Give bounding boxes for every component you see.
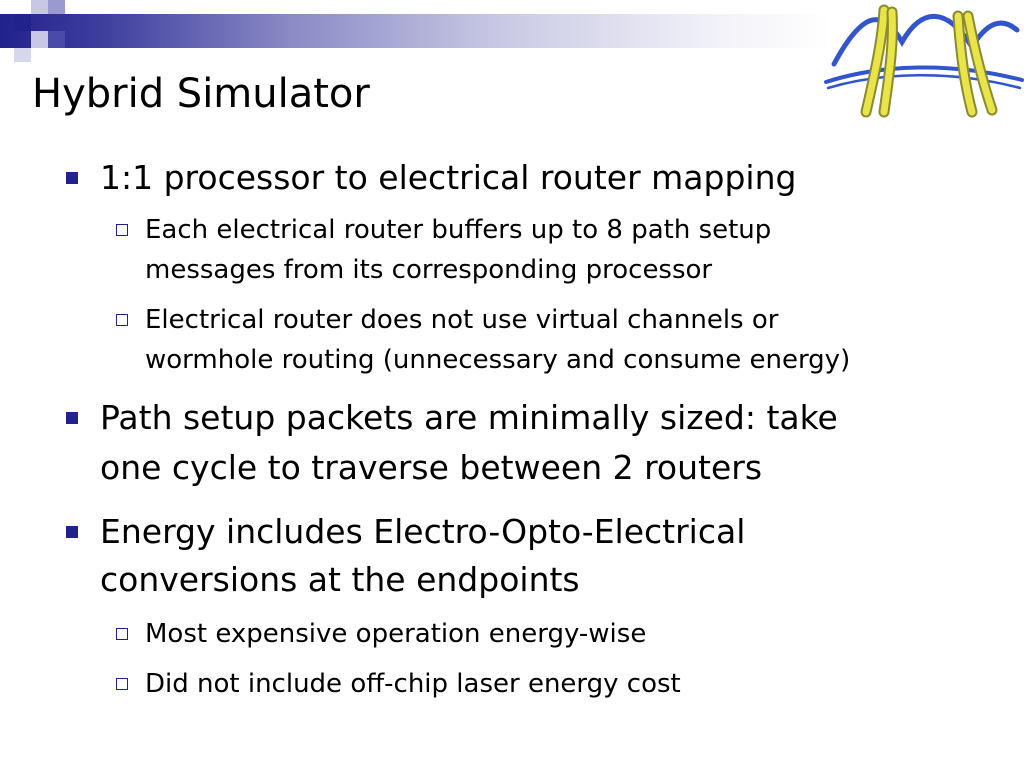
deco-square xyxy=(14,48,31,62)
bullet-line: conversions at the endpoints xyxy=(100,560,580,599)
sub-bullet-marker xyxy=(116,678,128,690)
bullet-marker xyxy=(66,172,78,184)
sub-bullet-line: Most expensive operation energy-wise xyxy=(145,619,647,649)
sub-bullet-line: wormhole routing (unnecessary and consum… xyxy=(145,345,851,375)
bullet-line: one cycle to traverse between 2 routers xyxy=(100,448,763,487)
bullet-line: Path setup packets are minimally sized: … xyxy=(100,398,838,437)
slide-title: Hybrid Simulator xyxy=(32,71,370,117)
sub-bullet-marker xyxy=(116,224,128,236)
sub-bullet-line: Did not include off-chip laser energy co… xyxy=(145,669,681,699)
deco-square xyxy=(48,31,65,48)
bullet-item: 1:1 processor to electrical router mappi… xyxy=(100,158,797,197)
deco-square xyxy=(48,0,65,14)
sub-bullet-marker xyxy=(116,314,128,326)
bullet-marker xyxy=(66,526,78,538)
deco-square xyxy=(14,14,31,31)
bridge-logo-icon xyxy=(824,4,1024,118)
sub-bullet-line: messages from its corresponding processo… xyxy=(145,255,713,285)
bullet-line: Energy includes Electro-Opto-Electrical xyxy=(100,512,746,551)
deco-square xyxy=(31,31,48,48)
header-band xyxy=(0,14,830,48)
sub-bullet-marker xyxy=(116,628,128,640)
bullet-marker xyxy=(66,412,78,424)
sub-bullet-line: Electrical router does not use virtual c… xyxy=(145,305,779,335)
sub-bullet-line: Each electrical router buffers up to 8 p… xyxy=(145,215,772,245)
deco-square xyxy=(31,0,48,14)
